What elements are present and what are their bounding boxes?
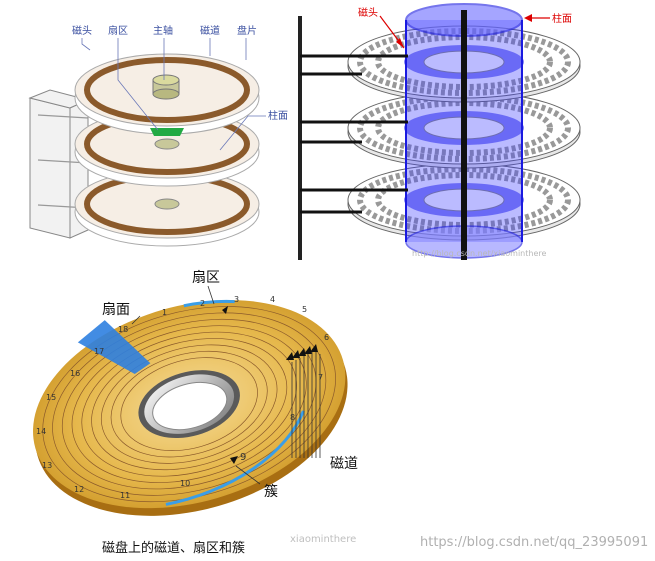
- cluster-pointer-icon: [230, 456, 238, 464]
- spindle: [152, 74, 180, 100]
- label-track: 磁道: [200, 24, 220, 37]
- sector-number: 6: [324, 333, 329, 342]
- sector-number: 1: [162, 308, 167, 317]
- label-sector: 扇区: [108, 24, 128, 37]
- label-cylinder-red: 柱面: [552, 12, 572, 25]
- sector-pointer-icon: [222, 306, 228, 314]
- label-spindle: 主轴: [153, 24, 173, 37]
- sector-number: 8: [290, 413, 295, 422]
- sector-number: 3: [234, 295, 239, 304]
- sector-arc: [183, 299, 235, 308]
- sector-number: 2: [200, 299, 205, 308]
- sector-number: 14: [36, 427, 46, 436]
- watermark-url: https://blog.csdn.net/qq_23995091: [420, 535, 648, 550]
- sector-number: 13: [42, 461, 52, 470]
- sector-number: 9: [240, 452, 246, 463]
- sector-highlight: [150, 128, 184, 136]
- track-pointer-icon: [310, 344, 318, 352]
- watermark-mid: xiaominthere: [290, 534, 356, 545]
- label-head: 磁头: [72, 24, 92, 37]
- sector-number: 17: [94, 347, 104, 356]
- label-sector: 扇区: [192, 270, 220, 286]
- sector-number: 5: [302, 305, 307, 314]
- cluster-arc: [165, 410, 305, 506]
- sector-numbers: 1 2 3 4 5 6 7 8 9 10 11 12 13 14 15 16 1…: [36, 295, 329, 500]
- platter-stack-diagram: 磁头 扇区 主轴 磁道 盘片 柱面: [0, 0, 290, 258]
- sector-number: 4: [270, 295, 275, 304]
- sector-number: 12: [74, 485, 84, 494]
- head-post: [298, 16, 302, 260]
- label-platter: 盘片: [237, 24, 257, 37]
- spindle: [461, 10, 467, 260]
- sector-face-blue: [77, 320, 151, 374]
- watermark-top: http://blog.csdn.net/xiaominthere: [412, 249, 546, 258]
- caption: 磁盘上的磁道、扇区和簇: [102, 540, 245, 556]
- disk-sectors-diagram: 1 2 3 4 5 6 7 8 9 10 11 12 13 14 15 16 1…: [0, 262, 655, 557]
- sector-number: 10: [180, 479, 190, 488]
- label-cluster: 簇: [264, 484, 278, 500]
- label-face: 扇面: [102, 302, 130, 318]
- cylinder-diagram: 磁头 柱面 http://blog.csdn.net/xiaominthere: [292, 0, 592, 262]
- sector-number: 15: [46, 393, 56, 402]
- disk-hole: [152, 381, 228, 431]
- disk-tracks: [42, 306, 336, 503]
- label-track: 磁道: [330, 456, 358, 472]
- sector-number: 18: [118, 325, 128, 334]
- sector-number: 7: [318, 373, 323, 382]
- sector-number: 16: [70, 369, 80, 378]
- sector-number: 11: [120, 491, 130, 500]
- platter-bottom: [74, 169, 260, 247]
- head-arms: [300, 54, 408, 214]
- label-head-red: 磁头: [358, 6, 378, 19]
- label-cylinder: 柱面: [268, 109, 288, 122]
